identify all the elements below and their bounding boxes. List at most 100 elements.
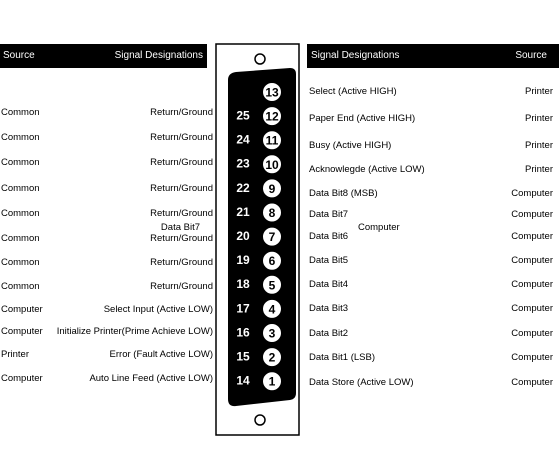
right-header-source: Source <box>515 50 547 61</box>
left-header-source: Source <box>3 50 35 61</box>
pin-number: 14 <box>236 374 250 388</box>
pin-circle <box>233 321 253 342</box>
right-row-source: Computer <box>511 188 553 199</box>
pin-circle <box>261 249 283 272</box>
pin-number: 16 <box>236 325 250 339</box>
pin-number: 5 <box>269 278 276 292</box>
pin-number: 6 <box>269 254 276 268</box>
left-row-source: Common <box>1 183 40 194</box>
left-row-signal: Auto Line Feed (Active LOW) <box>89 373 213 384</box>
left-row-source: Common <box>1 281 40 292</box>
right-row-source: Computer <box>511 279 553 290</box>
pin-number: 19 <box>236 253 250 267</box>
pin-circle <box>233 201 253 222</box>
left-row-source: Common <box>1 257 40 268</box>
pin-circle <box>261 322 283 344</box>
pin-number: 24 <box>236 133 250 147</box>
bottom-mounting-hole <box>254 414 266 426</box>
left-row-signal: Return/Ground <box>150 132 213 143</box>
pin-number: 10 <box>265 158 279 172</box>
left-row-source: Computer <box>1 326 43 337</box>
right-row-source: Computer <box>511 255 553 266</box>
left-row-signal: Return/Ground <box>150 281 213 292</box>
pin-number: 9 <box>269 182 276 196</box>
pin-circle <box>233 297 253 318</box>
right-row-signal: Data Bit6 <box>309 231 349 242</box>
pin-circle <box>261 297 283 320</box>
left-row-source: Common <box>1 157 40 168</box>
left-row-source: Common <box>1 233 40 244</box>
left-extra-label: Data Bit7 <box>160 222 200 233</box>
right-row-signal: Data Bit1 (LSB) <box>309 352 375 363</box>
pin-number: 2 <box>269 351 276 365</box>
pin-circle <box>261 105 283 128</box>
pin-number: 21 <box>236 205 250 219</box>
right-row-signal: Data Store (Active LOW) <box>309 377 414 388</box>
right-row-signal: Data Bit5 <box>309 255 349 266</box>
pin-circle <box>261 177 283 200</box>
right-row-source: Printer <box>525 140 553 151</box>
right-row-source: Printer <box>525 113 553 124</box>
pin-circle <box>261 153 283 176</box>
pin-number: 3 <box>269 327 276 341</box>
pin-number: 13 <box>265 86 279 100</box>
pin-circle <box>233 225 253 246</box>
right-row-source: Printer <box>525 86 553 97</box>
pin-circle <box>261 346 283 369</box>
pin-circle <box>261 370 283 393</box>
right-header: Signal Designations Source <box>307 44 559 68</box>
pin-circle <box>261 201 283 224</box>
pin-circle <box>233 249 253 270</box>
pin-number: 23 <box>236 157 250 171</box>
left-row-signal: Initialize Printer(Prime Achieve LOW) <box>56 326 213 337</box>
pin-number: 18 <box>236 277 250 291</box>
left-header: Source Signal Designations <box>0 44 207 68</box>
left-row-signal: Select Input (Active LOW) <box>103 304 213 315</box>
pin-number: 12 <box>265 110 279 124</box>
left-row-signal: Return/Ground <box>150 183 213 194</box>
right-row-signal: Data Bit2 <box>309 328 349 339</box>
pin-number: 4 <box>269 302 276 316</box>
pin-circle <box>233 177 253 198</box>
right-row-source: Computer <box>511 303 553 314</box>
left-row-signal: Return/Ground <box>150 107 213 118</box>
left-row-signal: Return/Ground <box>150 157 213 168</box>
left-row-signal: Error (Fault Active LOW) <box>109 349 213 360</box>
right-row-source: Printer <box>525 164 553 175</box>
top-mounting-hole <box>254 53 266 65</box>
right-row-source: Computer <box>511 328 553 339</box>
pin-number: 1 <box>269 375 276 389</box>
right-row-signal: Data Bit8 (MSB) <box>309 188 378 199</box>
left-row-signal: Return/Ground <box>150 233 213 244</box>
right-row-source: Computer <box>511 209 553 220</box>
right-row-source: Computer <box>511 377 553 388</box>
pin-number: 20 <box>236 229 250 243</box>
left-row-source: Common <box>1 132 40 143</box>
pin-circle <box>233 346 253 366</box>
right-row-signal: Select (Active HIGH) <box>309 86 397 97</box>
right-row-source: Computer <box>511 352 553 363</box>
left-row-source: Common <box>1 107 40 118</box>
right-row-signal: Acknowlegde (Active LOW) <box>309 164 425 175</box>
left-row-source: Computer <box>1 373 43 384</box>
pin-circle <box>261 225 283 248</box>
right-row-signal: Data Bit4 <box>309 279 349 290</box>
pin-circle <box>233 105 253 125</box>
left-row-signal: Return/Ground <box>150 208 213 219</box>
pin-number: 17 <box>236 301 250 315</box>
left-header-signal: Signal Designations <box>114 50 203 61</box>
pin-circle <box>261 129 283 152</box>
left-row-signal: Return/Ground <box>150 257 213 268</box>
left-row-source: Computer <box>1 304 43 315</box>
pin-circle <box>233 153 253 174</box>
pin-circle <box>233 370 253 391</box>
right-row-signal: Busy (Active HIGH) <box>309 140 392 151</box>
right-extra-label: Computer <box>358 222 400 233</box>
pin-number: 8 <box>269 206 276 220</box>
right-row-signal: Data Bit7 <box>309 209 349 220</box>
left-row-source: Common <box>1 208 40 219</box>
left-row-source: Printer <box>1 349 29 360</box>
right-row-signal: Data Bit3 <box>309 303 349 314</box>
right-row-source: Computer <box>511 231 553 242</box>
